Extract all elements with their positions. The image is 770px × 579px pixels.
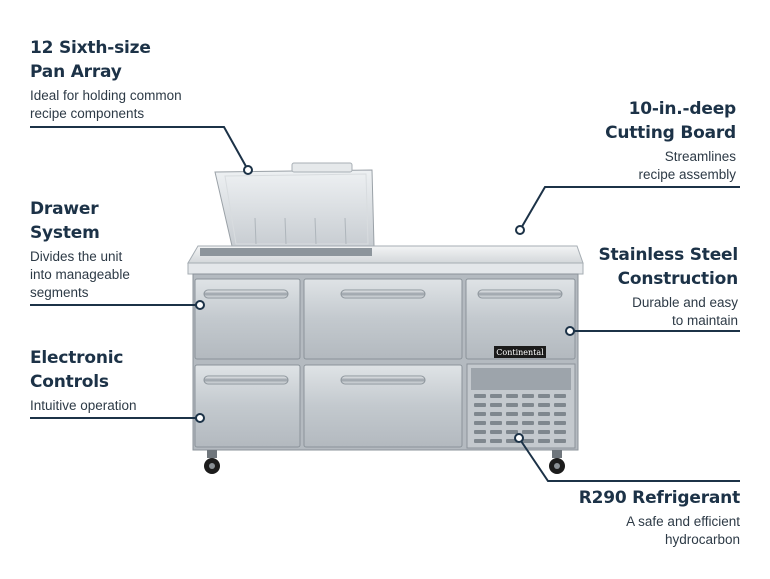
desc-line: recipe assembly — [638, 167, 736, 182]
desc-line: Divides the unit — [30, 249, 123, 264]
callout-drawer-system: Drawer System Divides the unit into mana… — [30, 197, 190, 302]
callout-description: Durable and easy to maintain — [538, 294, 738, 330]
grille-slot — [554, 439, 566, 443]
cutting-board-marker — [515, 225, 525, 235]
desc-line: Durable and easy — [632, 295, 738, 310]
callout-cutting-board: 10-in.-deep Cutting Board Streamlines re… — [516, 97, 736, 184]
callout-description: Intuitive operation — [30, 397, 200, 415]
grille-slot — [474, 421, 486, 425]
refrigerant-marker — [514, 433, 524, 443]
caster — [549, 450, 565, 474]
grille-slot — [522, 412, 534, 416]
grille-slot — [490, 403, 502, 407]
grille-slot — [474, 412, 486, 416]
grille-slot — [522, 394, 534, 398]
stainless-steel-marker — [565, 326, 575, 336]
callout-title: Drawer System — [30, 197, 190, 245]
drawer-front — [303, 364, 463, 448]
grille-slot — [522, 430, 534, 434]
pan-array-marker — [243, 165, 253, 175]
desc-line: A safe and efficient — [626, 514, 740, 529]
callout-description: Streamlines recipe assembly — [516, 148, 736, 184]
countertop — [187, 245, 584, 275]
callout-title: Electronic Controls — [30, 346, 200, 394]
grille-slot — [506, 403, 518, 407]
desc-line: Ideal for holding common — [30, 88, 182, 103]
grille-slot — [490, 439, 502, 443]
desc-line: Streamlines — [664, 149, 736, 164]
desc-line: into manageable — [30, 267, 130, 282]
callout-title: Stainless Steel Construction — [538, 243, 738, 291]
brand-badge: Continental — [494, 346, 546, 358]
callout-description: A safe and efficient hydrocarbon — [520, 513, 740, 549]
callout-refrigerant: R290 Refrigerant A safe and efficient hy… — [520, 486, 741, 549]
grille-slot — [554, 412, 566, 416]
title-line: Cutting Board — [605, 123, 736, 143]
grille-slot — [538, 403, 550, 407]
title-line: R290 Refrigerant — [578, 488, 741, 508]
callout-title: 12 Sixth-size Pan Array — [30, 36, 250, 84]
desc-line: to maintain — [671, 313, 738, 328]
grille-slot — [490, 421, 502, 425]
grille-slot — [522, 439, 534, 443]
grille-slot — [538, 394, 550, 398]
grille-slot — [490, 430, 502, 434]
callout-stainless-steel: Stainless Steel Construction Durable and… — [538, 243, 738, 330]
desc-line: Intuitive operation — [30, 398, 137, 413]
title-line: 10-in.-deep — [628, 99, 737, 119]
title-line: System — [30, 223, 100, 243]
grille-slot — [474, 403, 486, 407]
grille-slot — [490, 394, 502, 398]
grille-slot — [506, 421, 518, 425]
grille-slot — [474, 394, 486, 398]
grille-slot — [554, 403, 566, 407]
grille-slot — [538, 430, 550, 434]
callout-description: Ideal for holding common recipe componen… — [30, 87, 250, 123]
desc-line: segments — [30, 285, 89, 300]
grille-slot — [538, 412, 550, 416]
grille-slot — [474, 430, 486, 434]
callout-pan-array: 12 Sixth-size Pan Array Ideal for holdin… — [30, 36, 250, 123]
callout-description: Divides the unit into manageable segment… — [30, 248, 190, 302]
svg-text:Continental: Continental — [496, 348, 544, 357]
drawer-system-marker — [195, 300, 205, 310]
grille-slot — [506, 412, 518, 416]
grille-slot — [522, 403, 534, 407]
grille-slot — [538, 439, 550, 443]
grille-slot — [554, 430, 566, 434]
title-line: Controls — [30, 372, 109, 392]
title-line: Stainless Steel — [598, 245, 738, 265]
electronic-controls-marker — [195, 413, 205, 423]
title-line: 12 Sixth-size — [30, 38, 151, 58]
title-line: Drawer — [30, 199, 99, 219]
grille-slot — [554, 394, 566, 398]
grille-slot — [474, 439, 486, 443]
desc-line: hydrocarbon — [664, 532, 740, 547]
callout-title: 10-in.-deep Cutting Board — [516, 97, 736, 145]
grille-slot — [522, 421, 534, 425]
grille-slot — [490, 412, 502, 416]
title-line: Electronic — [30, 348, 124, 368]
callout-electronic-controls: Electronic Controls Intuitive operation — [30, 346, 200, 415]
desc-line: recipe components — [30, 106, 145, 121]
callout-title: R290 Refrigerant — [520, 486, 741, 510]
grille-slot — [538, 421, 550, 425]
caster — [204, 450, 220, 474]
drawer-front — [465, 278, 576, 360]
grille-slot — [554, 421, 566, 425]
title-line: Pan Array — [30, 62, 122, 82]
drawer-front — [194, 364, 301, 448]
title-line: Construction — [617, 269, 739, 289]
grille-slot — [506, 430, 518, 434]
grille-slot — [506, 394, 518, 398]
drawer-front — [303, 278, 463, 360]
drawer-front — [194, 278, 301, 360]
